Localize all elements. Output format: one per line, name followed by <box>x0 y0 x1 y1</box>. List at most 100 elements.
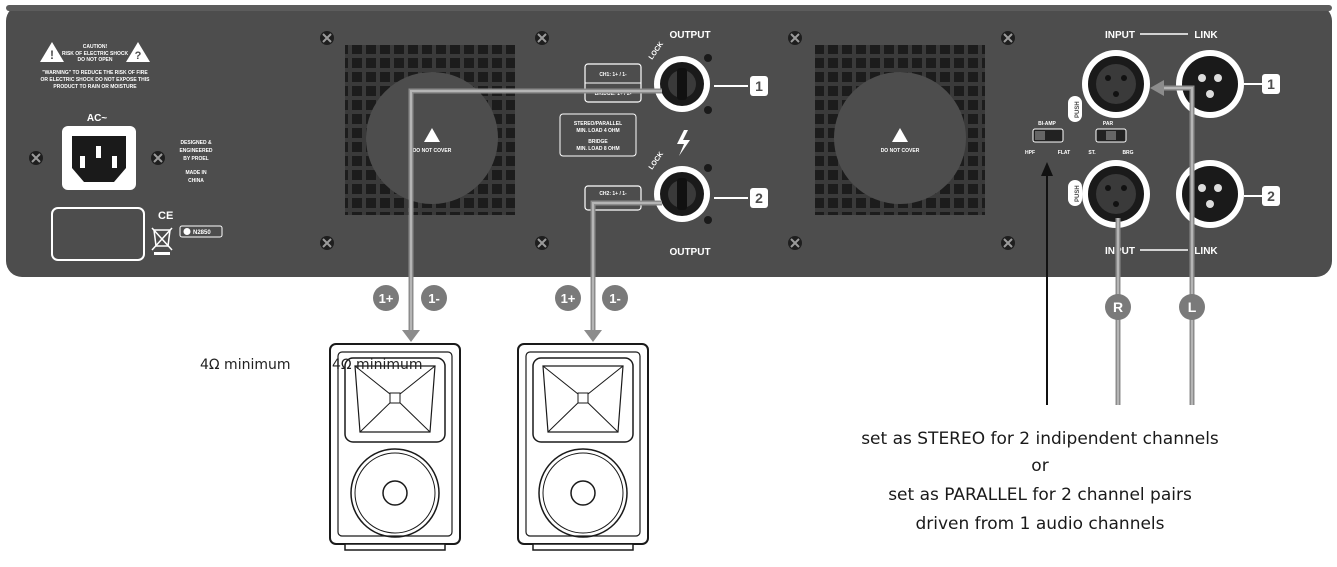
screw-icon <box>319 30 335 46</box>
check-icon <box>183 228 191 235</box>
weee-bin-icon <box>151 227 173 255</box>
screw-icon <box>787 30 803 46</box>
xlr-link-2[interactable] <box>1176 160 1244 228</box>
biamp-switch[interactable] <box>1032 128 1064 143</box>
warning-line: PRODUCT TO RAIN OR MOISTURE <box>53 84 137 90</box>
load-text: STEREO/PARALLEL <box>574 121 622 127</box>
load-text: MIN. LOAD 8 OHM <box>576 146 619 152</box>
screw-icon <box>319 235 335 251</box>
badge-r: R <box>1105 294 1131 320</box>
ch-mode-text: CH2: 1+ / 1- <box>599 191 627 197</box>
speakon-output-1[interactable] <box>654 54 712 114</box>
caption-line-2: or <box>1031 456 1048 476</box>
screw-icon <box>534 30 550 46</box>
speakon-output-2[interactable] <box>654 164 712 224</box>
speaker-left <box>329 343 461 551</box>
min-load-left: 4Ω minimum <box>200 357 291 373</box>
svg-text:R: R <box>1113 299 1123 315</box>
badge-left-plus: 1+ <box>373 285 399 311</box>
warning-triangle-icon <box>892 128 908 142</box>
output-channel-1: 1 <box>755 78 763 94</box>
push-tab-bottom[interactable] <box>1068 180 1082 206</box>
link-label-bottom: LINK <box>1194 246 1218 257</box>
par-label: PAR <box>1103 121 1114 127</box>
ch-mode-text: CH1: 1+ / 1- <box>599 72 627 78</box>
badge-right-plus: 1+ <box>555 285 581 311</box>
hpf-label: HPF <box>1025 150 1035 156</box>
svg-text:1-: 1- <box>428 291 440 306</box>
do-not-cover-left: DO NOT COVER <box>413 148 452 154</box>
caution-label: ! ? CAUTION! RISK OF ELECTRIC SHOCK DO N… <box>40 42 150 90</box>
push-label: PUSH <box>1075 101 1081 118</box>
output-channel-2: 2 <box>755 190 763 206</box>
warning-triangle-icon <box>424 128 440 142</box>
st-label: ST. <box>1088 150 1096 156</box>
arrow-icon <box>584 330 602 342</box>
serial-label-area <box>51 207 145 261</box>
svg-text:L: L <box>1188 299 1197 315</box>
biamp-label: BI-AMP <box>1038 121 1056 127</box>
lightning-icon <box>677 130 690 156</box>
xlr-input-1[interactable] <box>1082 50 1150 118</box>
badge-l: L <box>1179 294 1205 320</box>
do-not-cover-right: DO NOT COVER <box>881 148 920 154</box>
svg-text:!: ! <box>50 48 54 62</box>
ac-inlet-socket[interactable] <box>62 126 136 190</box>
designed-text: DESIGNED & <box>180 140 212 146</box>
load-text: BRIDGE <box>588 139 608 145</box>
input-channel-1: 1 <box>1267 76 1275 92</box>
arrow-icon <box>402 330 420 342</box>
screw-icon <box>787 235 803 251</box>
badge-right-minus: 1- <box>602 285 628 311</box>
speaker-right <box>517 343 649 551</box>
link-label-top: LINK <box>1194 30 1218 41</box>
screw-icon <box>28 150 44 166</box>
n-code: N2850 <box>193 230 211 236</box>
svg-text:1+: 1+ <box>379 291 394 306</box>
xlr-link-1[interactable] <box>1176 50 1244 118</box>
screw-icon <box>150 150 166 166</box>
caution-line: RISK OF ELECTRIC SHOCK <box>62 51 129 57</box>
output-label-top: OUTPUT <box>669 30 710 41</box>
caption-line-1: set as STEREO for 2 indipendent channels <box>861 429 1219 449</box>
caption-line-4: driven from 1 audio channels <box>915 514 1164 534</box>
badge-left-minus: 1- <box>421 285 447 311</box>
speaker-cable-2 <box>590 200 662 338</box>
input-label-top: INPUT <box>1105 30 1135 41</box>
output-label-bottom: OUTPUT <box>669 247 710 258</box>
fan-left: DO NOT COVER <box>345 45 515 215</box>
speaker-cable-1 <box>408 88 662 338</box>
caution-title: CAUTION! <box>83 44 108 50</box>
mode-switch[interactable] <box>1095 128 1127 143</box>
svg-text:1+: 1+ <box>561 291 576 306</box>
designed-text: BY PROEL <box>183 156 208 162</box>
screw-icon <box>1000 30 1016 46</box>
made-in-text: MADE IN <box>185 170 207 176</box>
caution-line: DO NOT OPEN <box>77 57 112 63</box>
warning-line: OR ELECTRIC SHOCK DO NOT EXPOSE THIS <box>41 77 151 83</box>
designed-text: ENGINEERED <box>179 148 212 154</box>
switch-pointer <box>1041 162 1053 405</box>
ch-mode-text: BRIDGE: 1+ / 2- <box>595 91 632 97</box>
brg-label: BRG <box>1122 150 1133 156</box>
load-text: MIN. LOAD 4 OHM <box>576 128 619 134</box>
input-channel-2: 2 <box>1267 188 1275 204</box>
caption-line-3: set as PARALLEL for 2 channel pairs <box>888 485 1192 505</box>
min-load-right: 4Ω minimum <box>332 357 423 373</box>
push-label: PUSH <box>1075 185 1081 202</box>
arrow-icon <box>1150 80 1164 96</box>
push-tab-top[interactable] <box>1068 96 1082 122</box>
ac-label: AC~ <box>87 113 107 124</box>
warning-line: "WARNING" TO REDUCE THE RISK OF FIRE <box>42 70 148 76</box>
flat-label: FLAT <box>1058 150 1070 156</box>
svg-text:?: ? <box>135 50 142 62</box>
svg-text:1-: 1- <box>609 291 621 306</box>
amplifier-rear-panel: ! ? CAUTION! RISK OF ELECTRIC SHOCK DO N… <box>6 5 1332 277</box>
screw-icon <box>1000 235 1016 251</box>
made-in-text: CHINA <box>188 178 204 184</box>
xlr-input-2[interactable] <box>1082 160 1150 228</box>
ce-mark: CE <box>158 210 173 222</box>
screw-icon <box>534 235 550 251</box>
fan-right: DO NOT COVER <box>815 45 985 215</box>
